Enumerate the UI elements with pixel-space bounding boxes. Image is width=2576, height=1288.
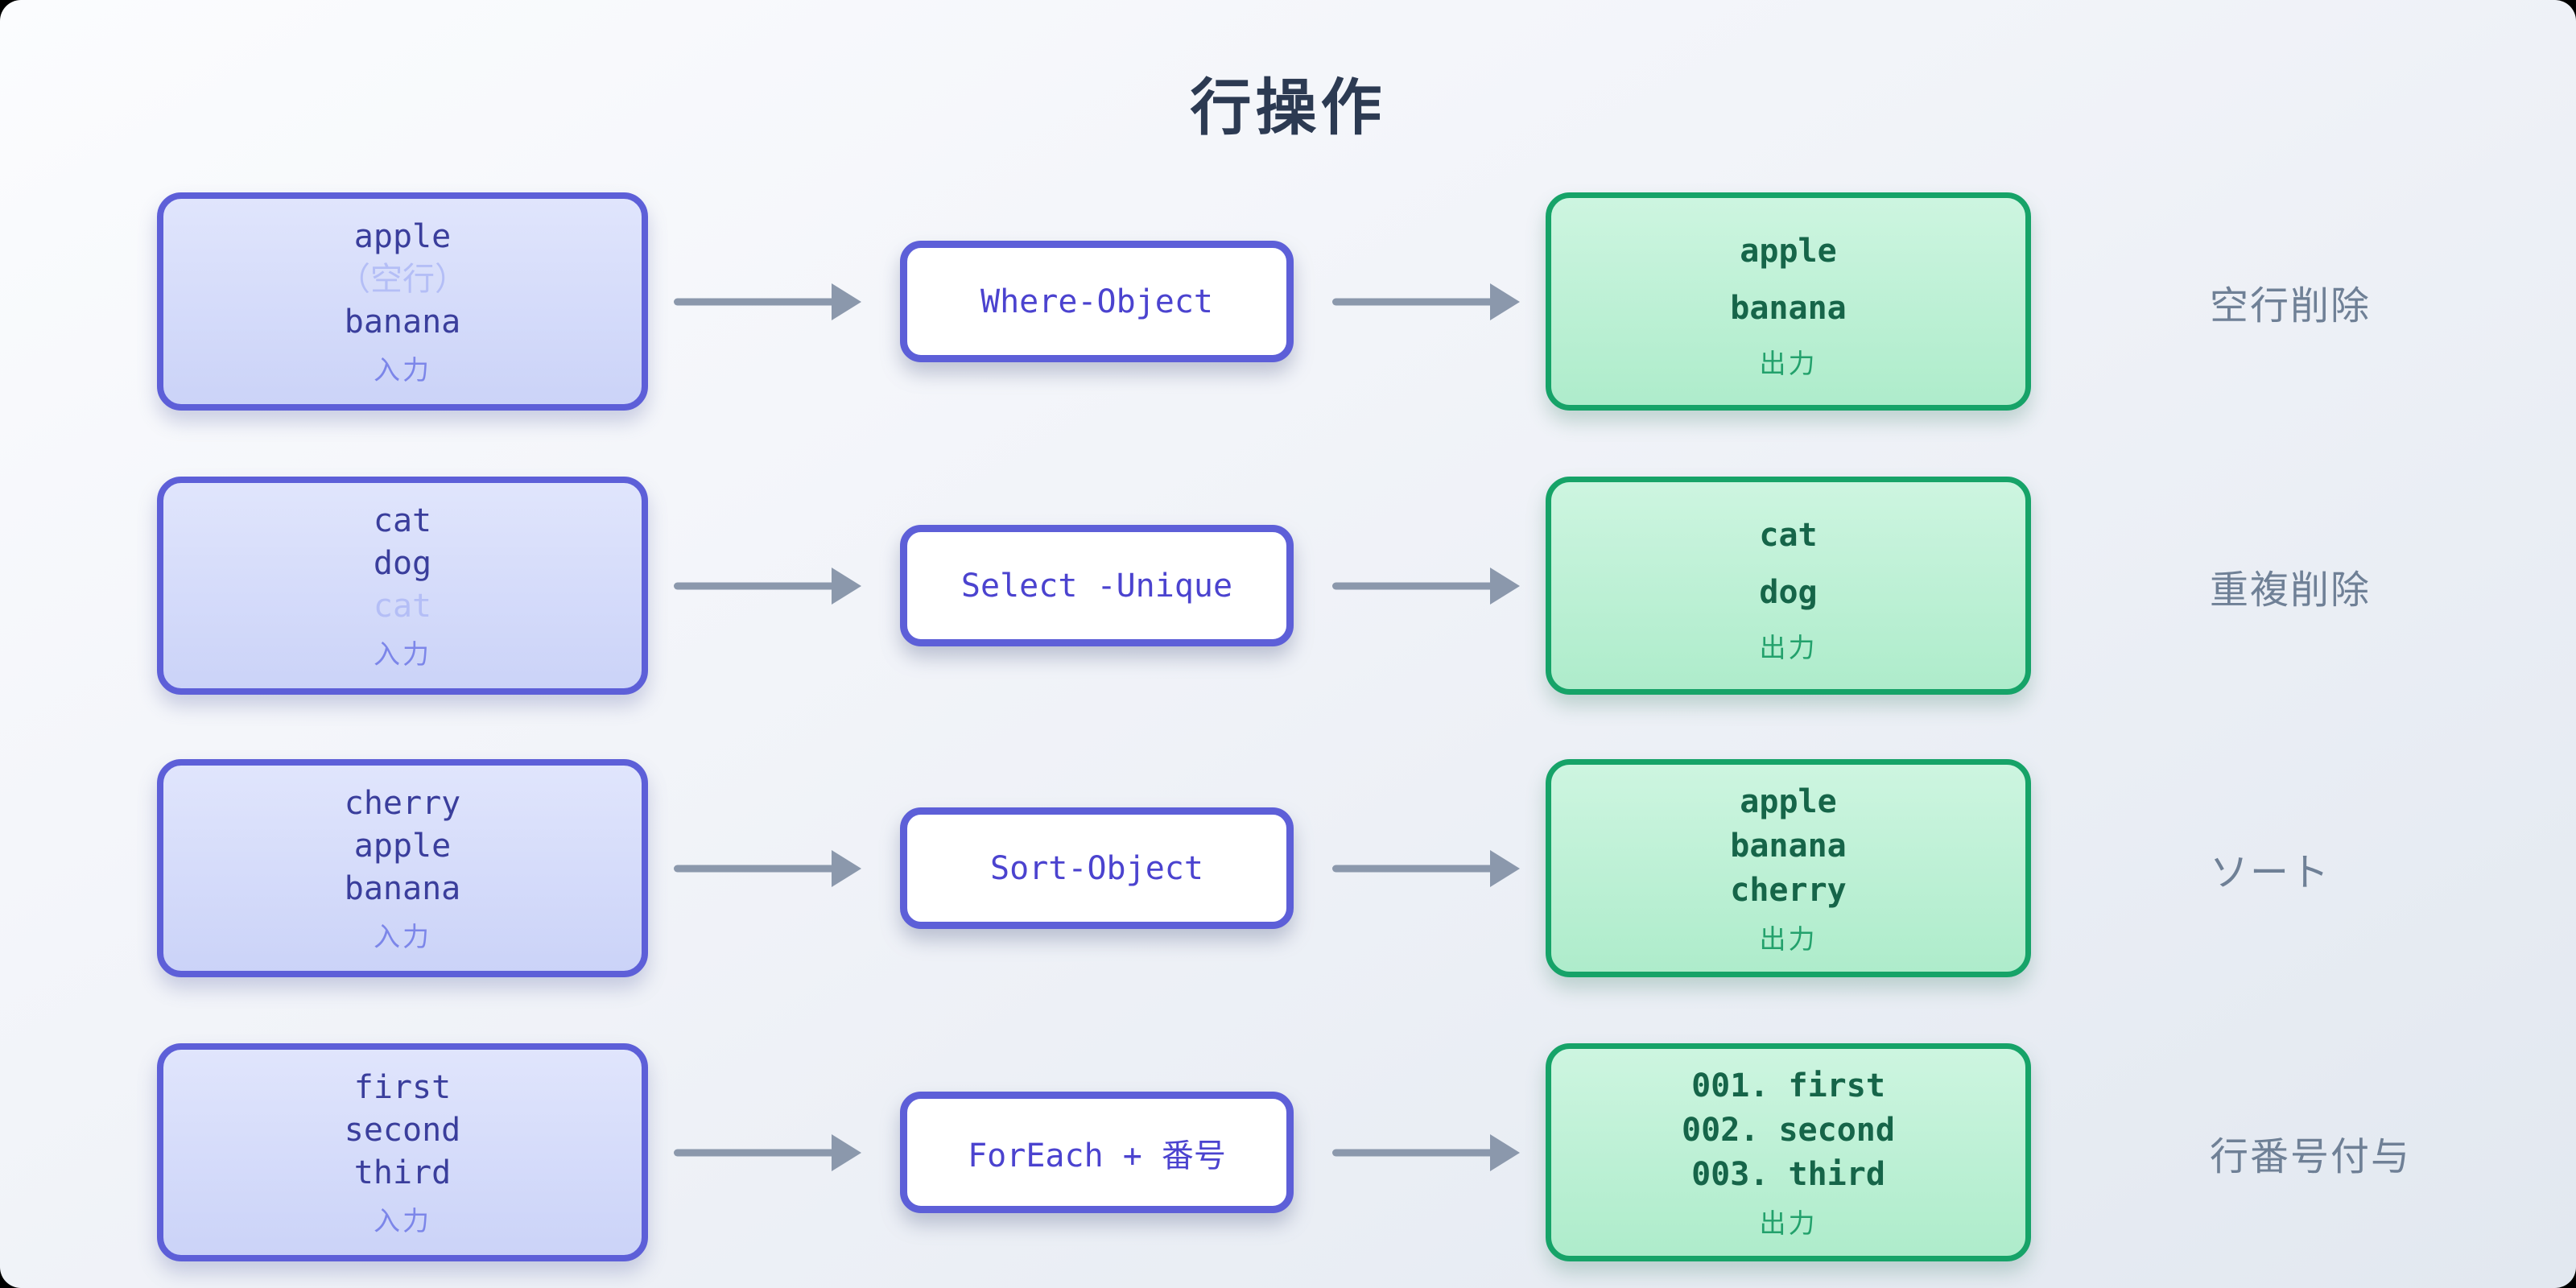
input-line: third <box>353 1154 452 1191</box>
output-line: 003. third <box>1691 1156 1885 1193</box>
input-line: first <box>353 1069 452 1106</box>
output-line: cherry <box>1730 872 1847 909</box>
command-text: Where-Object <box>980 283 1213 320</box>
right-arrow-icon <box>674 1133 861 1171</box>
output-line: dog <box>1759 573 1818 611</box>
right-arrow-icon <box>1332 283 1520 320</box>
arrow-head <box>832 1133 861 1171</box>
arrow-head <box>1490 567 1520 605</box>
input-label: 入力 <box>374 354 431 386</box>
arrow-shaft <box>1332 298 1495 305</box>
right-arrow-icon <box>674 567 861 605</box>
input-line: dog <box>373 545 432 582</box>
command-text: Sort-Object <box>990 849 1203 887</box>
output-line: apple <box>1740 783 1837 820</box>
flow-row-empty-line-removal: apple （空行） banana 入力 Where-Object apple … <box>0 192 2576 411</box>
input-line-muted: （空行） <box>338 261 467 298</box>
right-arrow-icon <box>1332 567 1520 605</box>
output-label: 出力 <box>1759 1208 1818 1239</box>
command-text: ForEach + 番号 <box>968 1137 1226 1174</box>
output-line: apple <box>1740 232 1837 270</box>
input-label: 入力 <box>374 638 431 670</box>
input-box: cherry apple banana 入力 <box>157 759 648 977</box>
input-label: 入力 <box>374 921 431 952</box>
flow-row-dedupe: cat dog cat 入力 Select -Unique cat dog 出力… <box>0 477 2576 695</box>
input-box: first second third 入力 <box>157 1043 648 1261</box>
right-arrow-icon <box>674 283 861 320</box>
command-box: Select -Unique <box>900 525 1294 646</box>
command-box: ForEach + 番号 <box>900 1092 1294 1213</box>
row-caption: ソート <box>2210 849 2331 895</box>
input-line: cat <box>373 502 432 539</box>
input-line: apple <box>353 218 452 255</box>
output-box: apple banana 出力 <box>1546 192 2031 411</box>
arrow-shaft <box>1332 582 1495 589</box>
output-box: cat dog 出力 <box>1546 477 2031 695</box>
flow-row-line-numbering: first second third 入力 ForEach + 番号 001. … <box>0 1043 2576 1261</box>
arrow-shaft <box>674 865 836 872</box>
command-text: Select -Unique <box>960 567 1233 605</box>
page-title: 行操作 <box>1190 72 1386 143</box>
output-line: 002. second <box>1682 1112 1895 1149</box>
input-box: apple （空行） banana 入力 <box>157 192 648 411</box>
input-line-muted: cat <box>373 588 432 625</box>
output-line: cat <box>1759 516 1818 554</box>
output-label: 出力 <box>1759 347 1818 379</box>
output-line: 001. first <box>1691 1067 1885 1104</box>
output-box: 001. first 002. second 003. third 出力 <box>1546 1043 2031 1261</box>
arrow-shaft <box>674 582 836 589</box>
command-box: Where-Object <box>900 241 1294 362</box>
output-line: banana <box>1730 289 1847 327</box>
output-box: apple banana cherry 出力 <box>1546 759 2031 977</box>
arrow-head <box>832 283 861 320</box>
flow-row-sort: cherry apple banana 入力 Sort-Object apple… <box>0 759 2576 977</box>
command-box: Sort-Object <box>900 807 1294 929</box>
arrow-head <box>1490 849 1520 887</box>
right-arrow-icon <box>1332 849 1520 887</box>
right-arrow-icon <box>1332 1133 1520 1171</box>
row-caption: 空行削除 <box>2210 283 2372 328</box>
row-caption: 行番号付与 <box>2210 1133 2412 1179</box>
arrow-head <box>1490 1133 1520 1171</box>
arrow-shaft <box>1332 1149 1495 1156</box>
arrow-head <box>832 567 861 605</box>
output-label: 出力 <box>1759 631 1818 663</box>
input-line: second <box>344 1112 461 1149</box>
output-label: 出力 <box>1759 923 1818 955</box>
input-label: 入力 <box>374 1205 431 1236</box>
input-box: cat dog cat 入力 <box>157 477 648 695</box>
arrow-shaft <box>674 1149 836 1156</box>
right-arrow-icon <box>674 849 861 887</box>
input-line: banana <box>344 870 461 907</box>
input-line: banana <box>344 303 461 341</box>
arrow-head <box>832 849 861 887</box>
arrow-shaft <box>674 298 836 305</box>
input-line: apple <box>353 828 452 865</box>
output-line: banana <box>1730 828 1847 865</box>
input-line: cherry <box>344 785 461 822</box>
arrow-head <box>1490 283 1520 320</box>
arrow-shaft <box>1332 865 1495 872</box>
row-caption: 重複削除 <box>2210 567 2372 613</box>
